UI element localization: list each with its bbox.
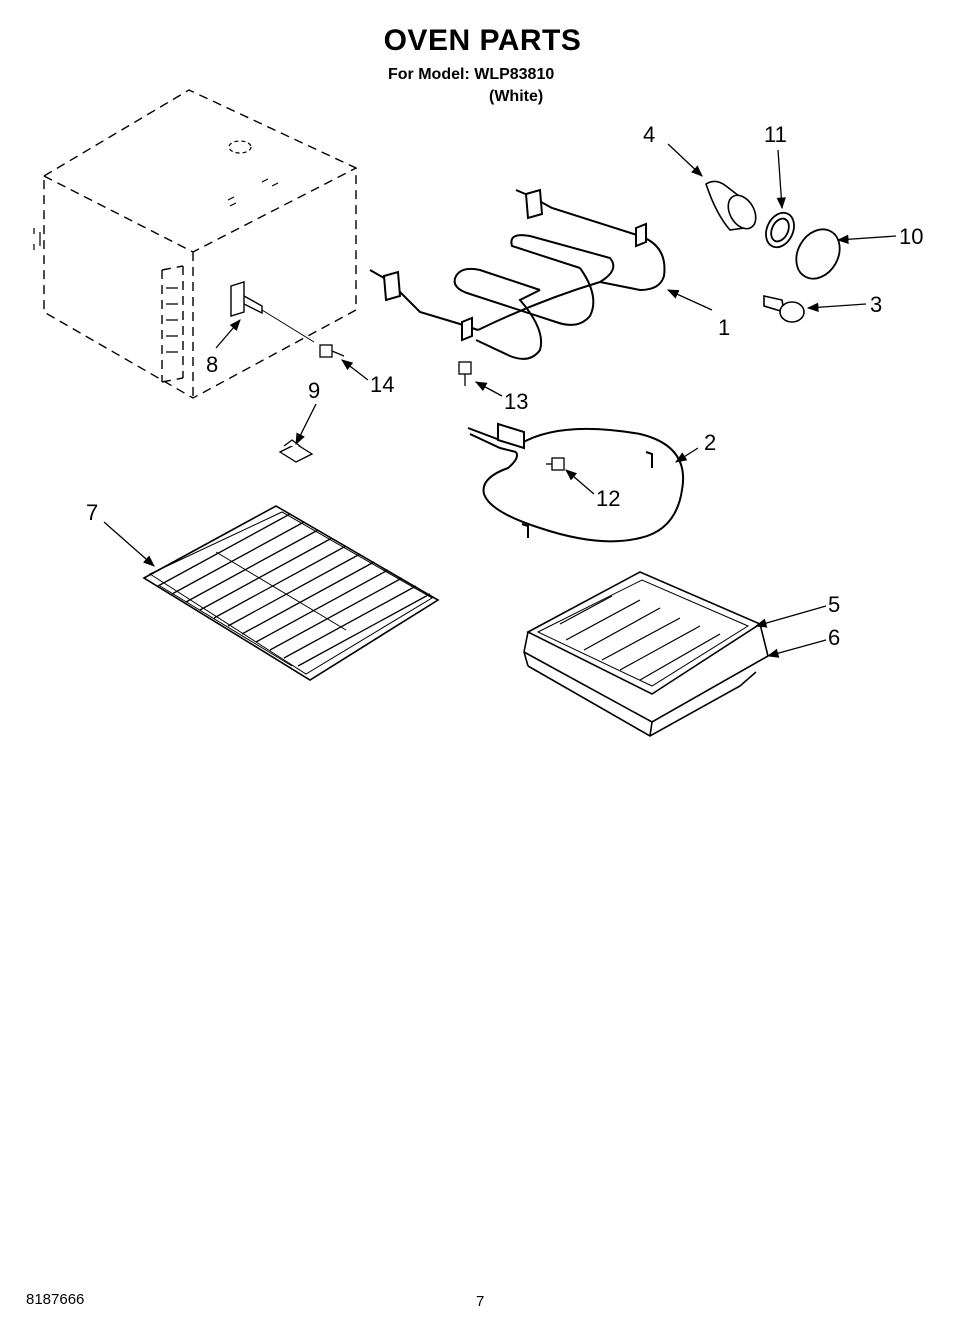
bake-element-screw — [458, 361, 472, 386]
rack-support-bracket — [230, 281, 315, 343]
callout-5: 5 — [828, 592, 840, 617]
callout-1: 1 — [718, 315, 730, 340]
oven-cavity-details — [33, 140, 279, 353]
callout-3: 3 — [870, 292, 882, 317]
lamp-socket-housing — [705, 180, 757, 231]
lamp-lens — [795, 228, 841, 280]
bracket-screw — [319, 344, 345, 358]
broil-element — [467, 422, 685, 543]
callout-14: 14 — [370, 372, 394, 397]
callout-8: 8 — [206, 352, 218, 377]
callout-7: 7 — [86, 500, 98, 525]
page-number: 7 — [476, 1293, 485, 1310]
oven-rack — [142, 505, 440, 681]
callout-13: 13 — [504, 389, 528, 414]
broil-element-screw — [546, 457, 565, 471]
broiler-pan — [523, 623, 769, 737]
callout-leaders — [103, 143, 897, 658]
model-color: (White) — [489, 88, 544, 105]
page-title: OVEN PARTS — [383, 24, 582, 57]
bake-element — [369, 188, 666, 360]
callout-9: 9 — [308, 378, 320, 403]
callout-12: 12 — [596, 486, 620, 511]
lamp-gasket — [765, 211, 795, 249]
callout-4: 4 — [643, 122, 655, 147]
document-number: 8187666 — [26, 1291, 85, 1308]
callout-11: 11 — [764, 122, 787, 147]
broiler-grid — [526, 571, 762, 695]
callout-6: 6 — [828, 625, 840, 650]
oven-cavity-outline — [43, 89, 357, 399]
model-line: For Model: WLP83810 — [388, 66, 555, 83]
callout-2: 2 — [704, 430, 716, 455]
lamp-bulb — [763, 295, 805, 323]
callout-10: 10 — [899, 224, 923, 249]
